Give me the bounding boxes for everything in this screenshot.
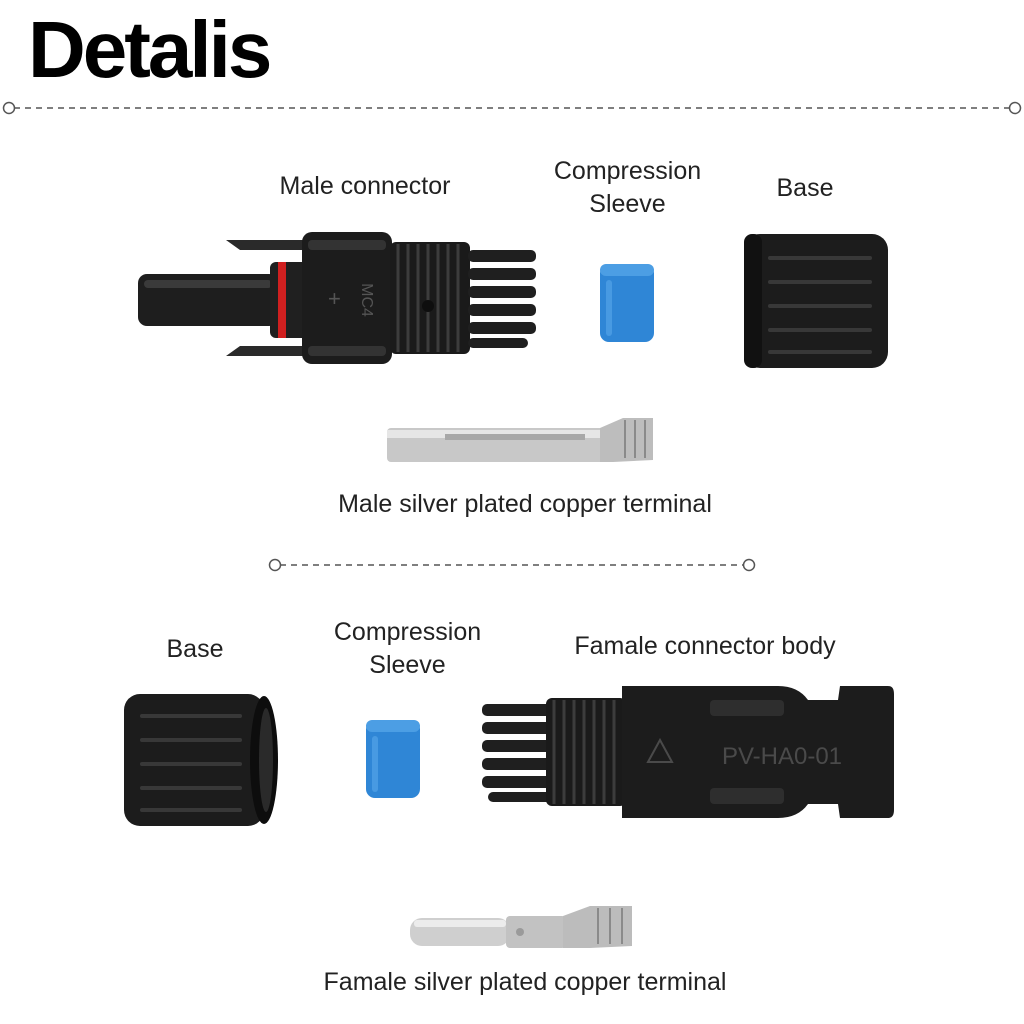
male-marking: MC4 xyxy=(358,283,375,317)
base-top-image xyxy=(744,234,888,368)
compression-sleeve-line1: Compression xyxy=(553,157,702,185)
compression-sleeve-line2: Sleeve xyxy=(589,189,666,218)
female-marking: PV-HA0-01 xyxy=(722,743,842,770)
male-terminal-label: Male silver plated copper terminal xyxy=(338,490,712,518)
compression-sleeve-line2: Sleeve xyxy=(369,650,446,679)
compression-sleeve-line1: Compression xyxy=(333,618,482,646)
male-connector-label: Male connector xyxy=(279,172,451,200)
base-label-bottom: Base xyxy=(166,635,224,663)
compression-sleeve-bottom-image xyxy=(366,720,420,798)
base-bottom-image xyxy=(124,694,278,826)
svg-text:+: + xyxy=(328,286,341,311)
female-terminal-label: Famale silver plated copper terminal xyxy=(323,968,727,996)
middle-divider xyxy=(268,558,756,572)
female-terminal-image xyxy=(410,906,632,948)
compression-sleeve-label-bottom: Compression Sleeve xyxy=(300,616,515,681)
top-divider xyxy=(2,101,1022,115)
compression-sleeve-label-top: Compression Sleeve xyxy=(520,155,735,220)
base-label-top: Base xyxy=(776,174,834,202)
female-connector-image: PV-HA0-01 xyxy=(482,686,894,818)
female-connector-label: Famale connector body xyxy=(574,632,836,660)
male-terminal-image xyxy=(387,418,653,462)
male-connector-image: MC4 + xyxy=(138,232,536,364)
page-title: Detalis xyxy=(28,5,272,94)
compression-sleeve-top-image xyxy=(600,264,654,342)
